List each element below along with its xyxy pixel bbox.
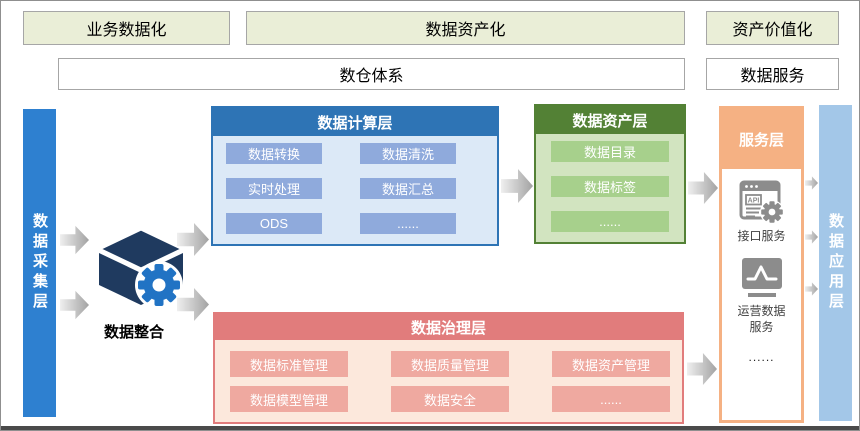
tag-data-assetization: 数据资产化 [246,11,685,45]
arrow-right-icon [177,222,209,257]
service-item-label: ...... [748,349,775,364]
governance-item: 数据模型管理 [230,386,348,412]
compute-item: ...... [360,213,456,234]
integration-label: 数据整合 [103,324,164,341]
data-collection-layer-bar: 数据采集层 [23,109,56,417]
governance-item: 数据资产管理 [552,351,670,377]
compute-layer-header: 数据计算层 [213,108,497,136]
cube-gear-icon [97,227,185,309]
tag-business-dataization: 业务数据化 [23,11,230,45]
governance-layer-body: 数据标准管理 数据质量管理 数据资产管理 数据模型管理 数据安全 ...... [215,340,682,423]
asset-layer-body: 数据目录 数据标签 ...... [536,134,684,242]
arrow-right-icon [177,287,209,322]
compute-item: ODS [226,213,322,234]
arrow-right-icon [805,230,818,244]
arrow-right-icon [805,176,818,190]
service-item-label: 接口服务 [737,229,786,243]
arrow-right-icon [688,171,718,205]
compute-layer-body: 数据转换 数据清洗 实时处理 数据汇总 ODS ...... [213,136,497,244]
arrow-right-icon [60,225,89,255]
box-data-service: 数据服务 [706,58,839,90]
data-application-layer-bar: 数据应用层 [819,105,852,421]
compute-item: 数据转换 [226,143,322,164]
api-icon: API [739,180,784,224]
compute-item: 数据清洗 [360,143,456,164]
tag-asset-valorization: 资产价值化 [706,11,839,45]
arrow-right-icon [60,290,89,320]
arrow-right-icon [687,352,717,386]
asset-layer-header: 数据资产层 [536,106,684,134]
service-item-label: 运营数据服务 [737,304,786,335]
asset-item: 数据目录 [551,141,669,162]
compute-item: 实时处理 [226,178,322,199]
service-layer-panel: 服务层 API 接口服务 [719,106,804,423]
compute-layer-panel: 数据计算层 数据转换 数据清洗 实时处理 数据汇总 ODS ...... [211,106,499,246]
governance-item: 数据质量管理 [391,351,509,377]
monitor-chart-icon [741,258,782,298]
asset-item: ...... [551,211,669,232]
svg-text:API: API [747,197,759,204]
governance-item: 数据安全 [391,386,509,412]
box-data-warehouse-system: 数仓体系 [58,58,685,90]
arrow-right-icon [805,282,818,296]
governance-item: ...... [552,386,670,412]
window-bottom-edge [1,426,859,430]
arrow-right-icon [501,168,533,204]
asset-layer-panel: 数据资产层 数据目录 数据标签 ...... [534,104,686,244]
asset-item: 数据标签 [551,176,669,197]
compute-item: 数据汇总 [360,178,456,199]
governance-item: 数据标准管理 [230,351,348,377]
service-layer-header: 服务层 [722,109,801,169]
governance-layer-panel: 数据治理层 数据标准管理 数据质量管理 数据资产管理 数据模型管理 数据安全 .… [213,312,684,424]
governance-layer-header: 数据治理层 [215,314,682,340]
